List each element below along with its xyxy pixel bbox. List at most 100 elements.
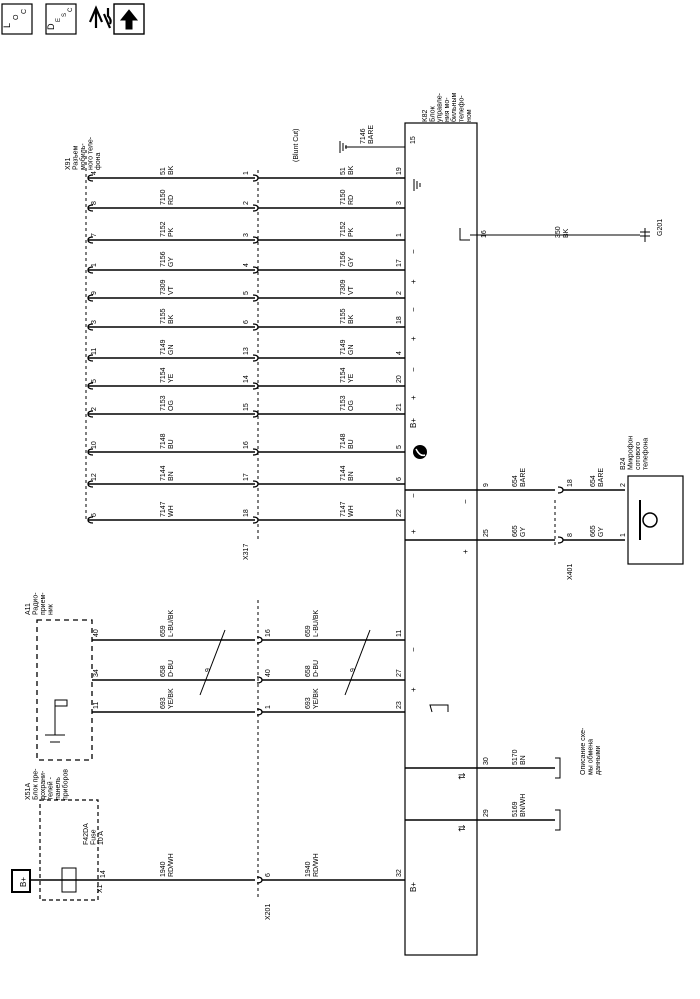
x91-pin-jack: [87, 448, 94, 456]
wire-circuit-label: 7149: [340, 339, 347, 355]
b24-pin-label: 1: [620, 533, 627, 537]
b24-label: B24: [620, 457, 627, 470]
wire-circuit-label: 654: [512, 475, 519, 487]
x317-pin-label: 5: [243, 291, 250, 295]
twist-label: 9: [205, 668, 212, 672]
wire-color-label: BU: [348, 439, 355, 449]
wire-circuit-label: 7150: [160, 189, 167, 205]
x317-label: X317: [243, 544, 250, 560]
x317-pin-label: 15: [243, 403, 250, 411]
a11-label: прием-: [40, 592, 47, 615]
loc-icon-label: C: [21, 9, 28, 14]
loc-button[interactable]: [1, 3, 33, 35]
wire-color-label: BK: [168, 314, 175, 324]
x91-label: ного теле-: [88, 136, 95, 170]
x317-pin-label: 16: [243, 441, 250, 449]
fuse-pin-label: 14: [100, 870, 107, 878]
wire-color-label: RD/WH: [313, 853, 320, 877]
wire-circuit-label: 7146: [360, 128, 367, 144]
wire-color-label: BARE: [520, 468, 527, 487]
wire-color-label: GN: [348, 345, 355, 356]
k82-pin-label: 1: [396, 233, 403, 237]
ground-stub: [459, 228, 470, 241]
x91-pin-jack: [87, 294, 94, 302]
x401-socket: [557, 486, 564, 494]
wire-circuit-label: 7147: [160, 501, 167, 517]
wire-color-label: BK: [168, 165, 175, 175]
desc-icon-label: E: [56, 18, 62, 22]
connector-test-icon: [88, 5, 104, 28]
x91-pin-jack: [87, 323, 94, 331]
wire-color-label: PK: [348, 227, 355, 237]
x317-socket: [252, 410, 259, 418]
twist-marker: [344, 629, 371, 696]
polarity-sign: +: [409, 529, 418, 534]
wire-color-label: BK: [348, 165, 355, 175]
data-arrow-icon: ⇅: [457, 772, 467, 780]
wire-color-label: OG: [348, 400, 355, 411]
twist-label: 9: [350, 668, 357, 672]
wire-color-label: BN/WH: [520, 794, 527, 817]
wire-color-label: RD: [168, 195, 175, 205]
wire-circuit-label: 7148: [340, 433, 347, 449]
wire-circuit-label: 7150: [340, 189, 347, 205]
x91-pin-jack: [87, 354, 94, 362]
x91-label: X91: [65, 157, 72, 170]
wire-circuit-label: 7309: [160, 279, 167, 295]
wire-circuit-label: 7149: [160, 339, 167, 355]
resistor-icon: [54, 699, 68, 707]
x201-label: X201: [265, 904, 272, 920]
k82-pin-label: 11: [396, 630, 403, 637]
wire-color-label: BN: [168, 471, 175, 481]
wire-circuit-label: 51: [340, 167, 347, 175]
bplus-box: [11, 869, 31, 893]
x91-pin-jack: [87, 174, 94, 182]
wire-circuit-label: 7153: [160, 395, 167, 411]
up-arrow-button[interactable]: [113, 3, 145, 35]
wire-circuit-label: 693: [305, 697, 312, 709]
x201-pin-label: 16: [265, 629, 272, 637]
wire-circuit-label: 7152: [160, 221, 167, 237]
wire-color-label: BN: [520, 755, 527, 765]
data-arrow-icon: ⇅: [457, 824, 467, 832]
x51a-label: Блок пре-: [33, 768, 40, 800]
wire-color-label: BARE: [598, 468, 605, 487]
data-comm-bracket: [555, 809, 561, 831]
wire-color-label: YE/BK: [168, 688, 175, 709]
wire-circuit-label: 1940: [305, 861, 312, 877]
a11-label: A11: [25, 603, 32, 615]
wire-circuit-label: 654: [590, 475, 597, 487]
k82-label: Блок: [429, 105, 436, 122]
wire-color-label: BN: [348, 471, 355, 481]
desc-icon-label: D: [46, 23, 56, 30]
wire-circuit-label: 7147: [340, 501, 347, 517]
twist-marker: [199, 629, 226, 696]
wire-circuit-label: 51: [160, 167, 167, 175]
x91-pin-jack: [87, 410, 94, 418]
data-comm-label: данными: [595, 745, 602, 775]
wire-circuit-label: 7156: [340, 251, 347, 267]
x51a-label: дохрани-: [40, 770, 47, 800]
fuse-label: 10 A: [98, 831, 105, 845]
x1-label: X1: [97, 884, 104, 893]
desc-button[interactable]: [45, 3, 77, 35]
connector-test-icon: [102, 8, 112, 29]
wire-color-label: L-BU/BK: [313, 609, 320, 637]
b24-label: сотового: [635, 442, 642, 470]
x91-pin-label: 2: [91, 407, 98, 411]
fuse-label: F42DA: [83, 823, 90, 845]
wire-circuit-label: 658: [305, 665, 312, 677]
fuse-label: Fuse: [91, 829, 98, 845]
a11-pin-label: 34: [93, 669, 100, 677]
wire-color-label: VT: [348, 285, 355, 295]
wire-circuit-label: 7154: [340, 367, 347, 383]
b24-microphone-box: [627, 475, 684, 565]
x91-pin-label: 10: [91, 441, 98, 449]
wire-circuit-label: 7144: [340, 465, 347, 481]
k82-label: ном: [466, 109, 473, 122]
wire-circuit-label: 5169: [512, 801, 519, 817]
x201-socket: [256, 676, 263, 684]
wire-color-label: GY: [520, 527, 527, 537]
x401-socket: [557, 536, 564, 544]
wire-color-label: GY: [168, 257, 175, 267]
